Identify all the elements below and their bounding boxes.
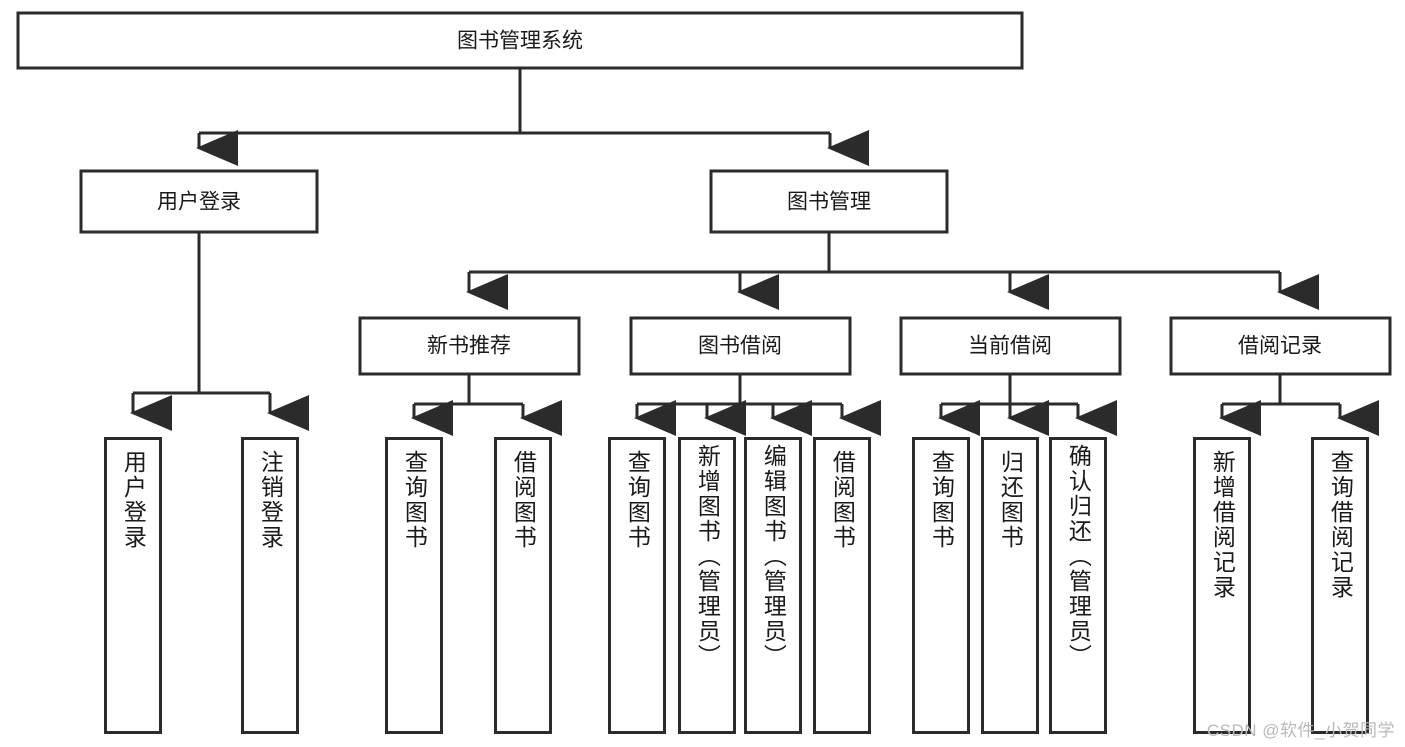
node-current-borrow[interactable]: 当前借阅 xyxy=(899,316,1122,376)
node-borrow-record-label: 借阅记录 xyxy=(1238,335,1322,358)
leaf-add-borrow-record[interactable]: 新增借阅记录 xyxy=(1193,437,1251,734)
leaf-query-book-borrow-label: 查询图书 xyxy=(624,450,651,550)
node-current-borrow-box xyxy=(899,316,1122,376)
leaf-add-book-admin[interactable]: 新增图书（管理员） xyxy=(678,437,736,734)
node-root-label: 图书管理系统 xyxy=(457,30,583,53)
leaf-borrow-book-label: 借阅图书 xyxy=(829,450,856,550)
node-book-borrow-box xyxy=(629,316,852,376)
node-user-login-box xyxy=(79,169,319,234)
leaf-query-book-borrow[interactable]: 查询图书 xyxy=(608,437,666,734)
connector-user-login-to-leaves xyxy=(130,232,309,431)
connector-current-borrow-to-leaves xyxy=(938,374,1117,436)
leaf-borrow-book-new-label: 借阅图书 xyxy=(510,450,537,550)
leaf-borrow-book-new[interactable]: 借阅图书 xyxy=(494,437,552,734)
node-current-borrow-label: 当前借阅 xyxy=(968,335,1052,358)
leaf-logout-label: 注销登录 xyxy=(257,450,284,550)
leaf-add-book-admin-label: 新增图书（管理员） xyxy=(694,444,721,669)
connector-book-borrow-to-leaves xyxy=(634,374,881,436)
node-book-borrow-label: 图书借阅 xyxy=(698,335,782,358)
node-user-login[interactable]: 用户登录 xyxy=(79,169,319,234)
connector-root-to-level2 xyxy=(196,68,869,166)
leaf-confirm-return-admin[interactable]: 确认归还（管理员） xyxy=(1049,437,1107,734)
leaf-query-book-new-label: 查询图书 xyxy=(401,450,428,550)
leaf-user-login[interactable]: 用户登录 xyxy=(104,437,162,734)
leaf-user-login-label: 用户登录 xyxy=(120,450,147,550)
node-book-borrow[interactable]: 图书借阅 xyxy=(629,316,852,376)
connector-borrow-record-to-leaves xyxy=(1219,374,1379,436)
leaf-query-borrow-record-label: 查询借阅记录 xyxy=(1327,450,1354,600)
leaf-borrow-book[interactable]: 借阅图书 xyxy=(813,437,871,734)
csdn-watermark: CSDN @软件_小贺同学 xyxy=(1206,721,1395,740)
leaf-query-book-new[interactable]: 查询图书 xyxy=(385,437,443,734)
leaf-return-book-label: 归还图书 xyxy=(997,450,1024,550)
leaf-edit-book-admin-label: 编辑图书（管理员） xyxy=(760,444,787,669)
node-borrow-record[interactable]: 借阅记录 xyxy=(1169,316,1392,376)
connector-new-book-to-leaves xyxy=(411,374,562,436)
node-book-management-label: 图书管理 xyxy=(787,191,871,214)
leaf-query-book-current[interactable]: 查询图书 xyxy=(912,437,970,734)
node-book-management[interactable]: 图书管理 xyxy=(709,169,949,234)
node-user-login-label: 用户登录 xyxy=(157,191,241,214)
node-new-book-recommend-box xyxy=(358,316,581,376)
node-new-book-recommend-label: 新书推荐 xyxy=(427,335,511,358)
node-root[interactable]: 图书管理系统 xyxy=(16,11,1024,70)
connector-book-management-to-level3 xyxy=(466,232,1319,310)
leaf-confirm-return-admin-label: 确认归还（管理员） xyxy=(1065,444,1092,669)
node-root-box xyxy=(16,11,1024,70)
node-new-book-recommend[interactable]: 新书推荐 xyxy=(358,316,581,376)
leaf-add-borrow-record-label: 新增借阅记录 xyxy=(1209,450,1236,600)
leaf-return-book[interactable]: 归还图书 xyxy=(981,437,1039,734)
leaf-logout[interactable]: 注销登录 xyxy=(241,437,299,734)
leaf-query-book-current-label: 查询图书 xyxy=(928,450,955,550)
leaf-edit-book-admin[interactable]: 编辑图书（管理员） xyxy=(744,437,802,734)
node-borrow-record-box xyxy=(1169,316,1392,376)
leaf-query-borrow-record[interactable]: 查询借阅记录 xyxy=(1311,437,1369,734)
